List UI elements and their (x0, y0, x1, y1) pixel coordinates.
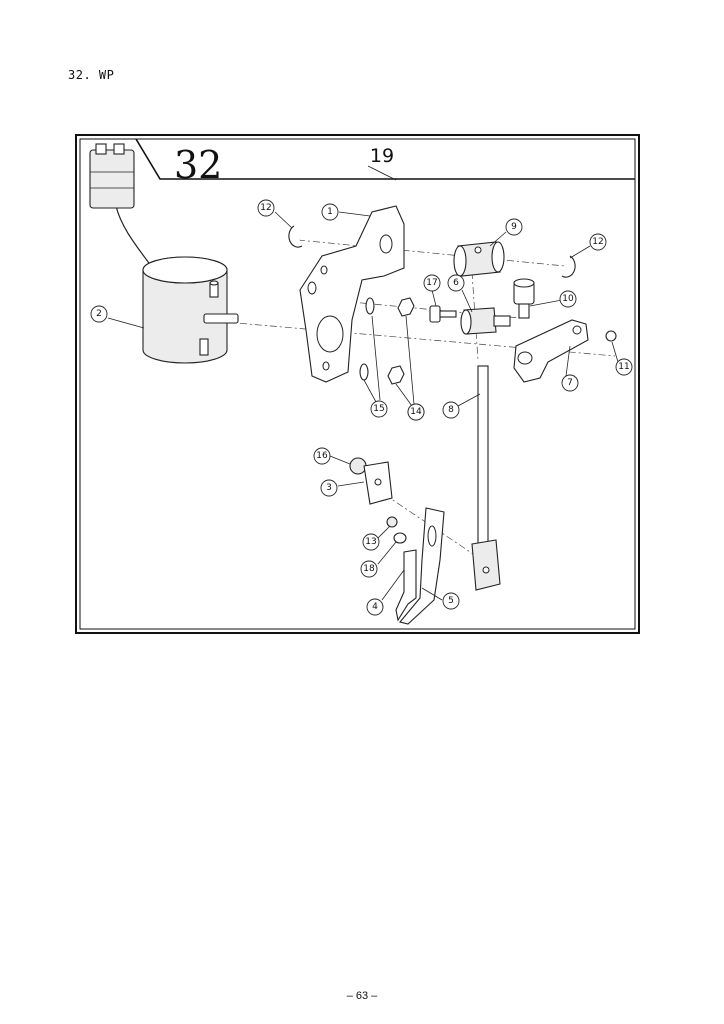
svg-text:9: 9 (511, 222, 517, 232)
screw (429, 305, 457, 323)
washer (365, 297, 375, 315)
callout-6: 6 (447, 274, 465, 292)
nut (387, 365, 405, 385)
screw (386, 516, 398, 528)
callout-16: 16 (313, 447, 331, 465)
group-leader (367, 165, 397, 181)
retaining-ring (288, 225, 303, 248)
svg-text:11: 11 (618, 362, 629, 372)
crank-hole (572, 325, 582, 335)
rod (471, 365, 501, 591)
diagram-frame (75, 134, 640, 634)
callout-4: 4 (366, 598, 384, 616)
section-heading: 32. WP (68, 68, 115, 82)
callout-12: 12 (589, 233, 607, 251)
crank-lever (513, 319, 589, 383)
crank-hole (517, 351, 533, 365)
diagram-inner-frame (79, 138, 636, 630)
svg-text:8: 8 (448, 405, 454, 415)
svg-text:13: 13 (365, 537, 376, 547)
retaining-ring (561, 255, 576, 278)
svg-text:12: 12 (260, 203, 271, 213)
callout-8: 8 (442, 401, 460, 419)
callout-1: 1 (321, 203, 339, 221)
callout-7: 7 (561, 374, 579, 392)
collar (460, 307, 511, 335)
bracket-hole (320, 265, 328, 275)
svg-text:15: 15 (373, 404, 384, 414)
callout-12: 12 (257, 199, 275, 217)
svg-text:2: 2 (96, 309, 102, 319)
page-number: – 63 – (346, 990, 378, 1002)
bracket-hole (307, 281, 317, 295)
callout-5: 5 (442, 592, 460, 610)
nut (397, 297, 415, 317)
clamp-hole (374, 478, 382, 486)
svg-text:4: 4 (372, 602, 378, 612)
assembly-number: 32 (174, 143, 222, 187)
axis-line (329, 299, 521, 319)
group-label: 19 (370, 145, 394, 167)
callout-2: 2 (90, 305, 108, 323)
pin (453, 241, 505, 277)
svg-text:14: 14 (410, 407, 422, 417)
svg-text:7: 7 (567, 378, 573, 388)
svg-text:12: 12 (592, 237, 603, 247)
svg-text:1: 1 (327, 207, 333, 217)
svg-text:17: 17 (426, 278, 437, 288)
callout-13: 13 (362, 533, 380, 551)
callout-9: 9 (505, 218, 523, 236)
callout-17: 17 (423, 274, 441, 292)
leader-lines (107, 211, 619, 601)
mounting-bracket (299, 205, 405, 383)
callout-10: 10 (559, 290, 577, 308)
washer (359, 363, 369, 381)
svg-text:18: 18 (363, 564, 375, 574)
svg-text:16: 16 (316, 451, 328, 461)
presser-blade (395, 549, 417, 622)
cap-screw (513, 278, 535, 319)
svg-text:10: 10 (562, 294, 574, 304)
svg-text:6: 6 (453, 278, 459, 288)
bracket-hole (379, 234, 393, 254)
svg-text:3: 3 (326, 483, 332, 493)
washer (393, 532, 407, 544)
svg-text:5: 5 (448, 596, 454, 606)
callout-18: 18 (360, 560, 378, 578)
callout-3: 3 (320, 479, 338, 497)
callout-11: 11 (615, 358, 633, 376)
wiper-slot (427, 525, 437, 547)
callout-15: 15 (370, 400, 388, 418)
motor-assembly (89, 143, 239, 364)
bracket-hole (322, 361, 330, 371)
title-tab (135, 138, 635, 180)
callout-14: 14 (407, 403, 425, 421)
bracket-hole (316, 315, 344, 353)
retaining-ring (605, 330, 617, 342)
